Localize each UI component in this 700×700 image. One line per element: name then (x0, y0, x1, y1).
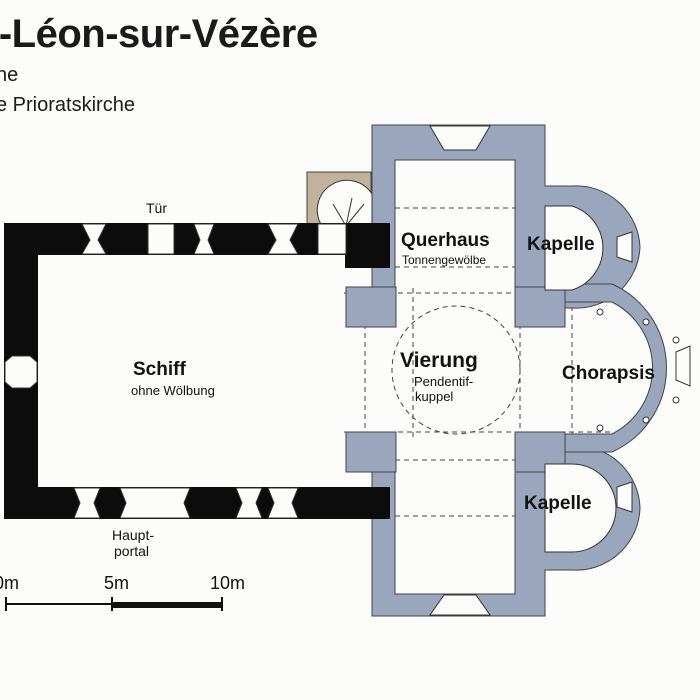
scale-bar (5, 597, 223, 611)
label-kuppel: kuppel (415, 389, 454, 404)
label-kapelle-south: Kapelle (524, 493, 592, 514)
label-chorapsis: Chorapsis (562, 363, 655, 384)
pier-ne (514, 286, 566, 328)
label-pendentif: Pendentif- (414, 374, 474, 389)
page-title: t-Léon-sur-Vézère (0, 12, 318, 56)
nave-wall (4, 223, 390, 519)
scale-label-10m: 10m (210, 573, 246, 593)
chapel-interiors (544, 205, 617, 553)
apse-pilasters (596, 308, 680, 432)
label-vierung: Vierung (400, 349, 478, 372)
pier-nw (345, 286, 397, 328)
blue-wall-openings (429, 125, 691, 616)
label-tuer: Tür (146, 200, 167, 216)
label-portal: portal (114, 543, 150, 559)
scale-label-0m: 0m (0, 573, 20, 593)
label-haupt: Haupt- (112, 527, 155, 543)
label-tonnengewoelbe: Tonnengewölbe (402, 253, 487, 267)
scale-label-5m: 5m (104, 573, 130, 593)
pier-sw (345, 431, 397, 473)
transept-wall-north (371, 124, 641, 309)
nave-walls (4, 223, 390, 519)
label-querhaus: Querhaus (401, 230, 490, 251)
label-schiff: Schiff (133, 359, 186, 380)
subtitle-line-2: e Prioratskirche (0, 94, 135, 116)
nave-openings (4, 223, 347, 519)
label-ohne-woelbung: ohne Wölbung (131, 383, 215, 398)
stair-turret (306, 171, 373, 227)
subtitle-line-1: he (0, 64, 19, 86)
label-kapelle-north: Kapelle (527, 234, 595, 255)
